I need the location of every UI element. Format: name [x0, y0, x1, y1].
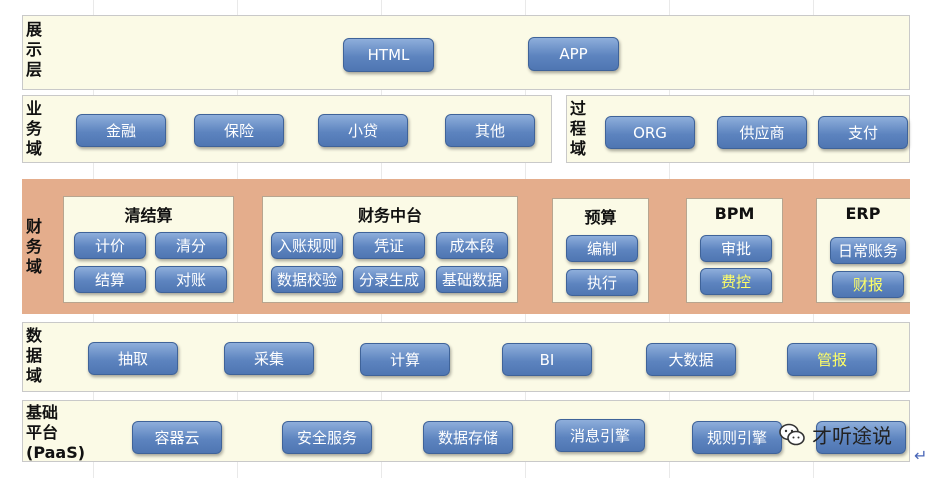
- container-cloud-button[interactable]: 容器云: [132, 421, 222, 454]
- compute-button[interactable]: 计算: [360, 343, 450, 376]
- budget-compile-button[interactable]: 编制: [566, 235, 638, 262]
- sorting-button[interactable]: 清分: [155, 232, 227, 259]
- expense-control-button[interactable]: 费控: [700, 268, 772, 295]
- presentation-layer-label: 展 示 层: [26, 20, 43, 79]
- entry-generation-button[interactable]: 分录生成: [353, 266, 425, 293]
- rule-engine-button[interactable]: 规则引擎: [692, 421, 782, 454]
- finance-middle-panel-title: 财务中台: [357, 206, 422, 225]
- bpm-panel-title: BPM: [714, 204, 755, 223]
- budget-panel-title: 预算: [584, 208, 617, 227]
- microloan-button[interactable]: 小贷: [318, 114, 408, 147]
- insurance-button[interactable]: 保险: [194, 114, 284, 147]
- extract-button[interactable]: 抽取: [88, 342, 178, 375]
- erp-panel-title: ERP: [845, 204, 881, 223]
- financial-report-button[interactable]: 财报: [832, 271, 904, 298]
- process-domain-label: 过 程 域: [570, 99, 587, 158]
- business-domain-label: 业 务 域: [26, 99, 43, 158]
- app-button[interactable]: APP: [528, 37, 619, 71]
- data-domain-label: 数 据 域: [26, 326, 43, 385]
- data-validation-button[interactable]: 数据校验: [271, 266, 343, 293]
- platform-layer-label: 基础 平台 (PaaS): [26, 403, 86, 462]
- org-button[interactable]: ORG: [605, 116, 695, 149]
- cost-segment-button[interactable]: 成本段: [436, 232, 508, 259]
- voucher-button[interactable]: 凭证: [353, 232, 425, 259]
- collect-button[interactable]: 采集: [224, 342, 314, 375]
- management-report-button[interactable]: 管报: [787, 343, 877, 376]
- budget-execute-button[interactable]: 执行: [566, 269, 638, 296]
- big-data-button[interactable]: 大数据: [646, 343, 736, 376]
- bi-button[interactable]: BI: [502, 343, 592, 376]
- supplier-button[interactable]: 供应商: [717, 116, 807, 149]
- enter-mark: ↵: [914, 446, 928, 465]
- wechat-icon: [779, 423, 805, 445]
- base-data-button[interactable]: 基础数据: [436, 266, 508, 293]
- html-button[interactable]: HTML: [343, 38, 434, 72]
- presentation-layer: [22, 15, 910, 90]
- approval-button[interactable]: 审批: [700, 235, 772, 262]
- watermark-text: 才听途说: [812, 424, 892, 448]
- reconciliation-button[interactable]: 对账: [155, 266, 227, 293]
- finance-domain-label: 财 务 域: [26, 217, 43, 276]
- data-storage-button[interactable]: 数据存储: [423, 421, 513, 454]
- posting-rules-button[interactable]: 入账规则: [271, 232, 343, 259]
- security-service-button[interactable]: 安全服务: [282, 421, 372, 454]
- finance-button[interactable]: 金融: [76, 114, 166, 147]
- other-button[interactable]: 其他: [445, 114, 535, 147]
- clearing-panel-title: 清结算: [124, 206, 173, 225]
- message-engine-button[interactable]: 消息引擎: [555, 419, 645, 452]
- payment-button[interactable]: 支付: [818, 116, 908, 149]
- pricing-button[interactable]: 计价: [74, 232, 146, 259]
- daily-accounting-button[interactable]: 日常账务: [830, 237, 906, 264]
- platform-extra-button[interactable]: [816, 421, 906, 454]
- settlement-button[interactable]: 结算: [74, 266, 146, 293]
- watermark: 才听途说: [778, 420, 892, 449]
